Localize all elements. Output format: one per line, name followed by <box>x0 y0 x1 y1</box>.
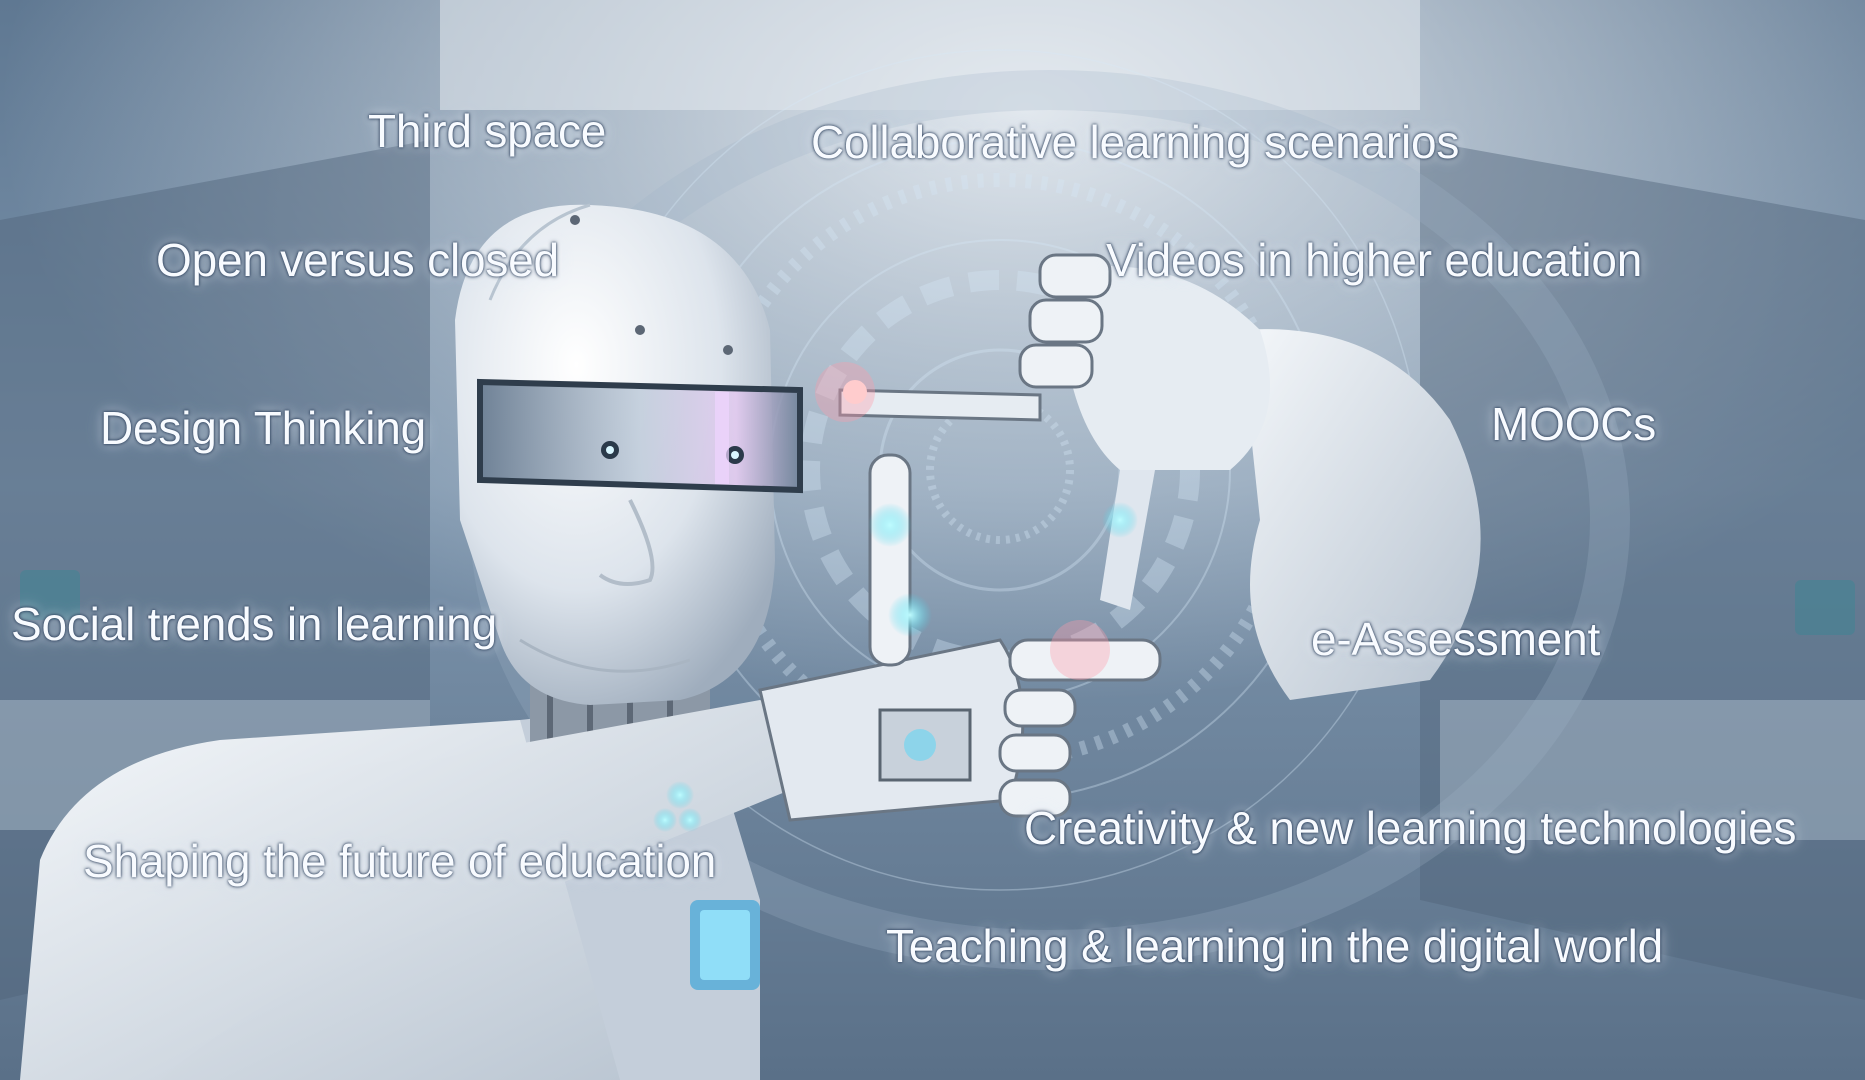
keyword-videos-in-higher-education: Videos in higher education <box>1106 234 1643 286</box>
keyword-collaborative-learning-scenarios: Collaborative learning scenarios <box>811 116 1460 168</box>
keyword-third-space: Third space <box>368 105 607 157</box>
keyword-social-trends-in-learning: Social trends in learning <box>11 598 497 650</box>
keyword-creativity-new-learning-technologies: Creativity & new learning technologies <box>1024 802 1797 854</box>
keyword-teaching-learning-digital-world: Teaching & learning in the digital world <box>886 920 1664 972</box>
keyword-moocs: MOOCs <box>1491 398 1657 450</box>
keyword-shaping-the-future-of-education: Shaping the future of education <box>83 835 717 887</box>
keyword-e-assessment: e-Assessment <box>1311 613 1601 665</box>
keyword-open-versus-closed: Open versus closed <box>156 234 559 286</box>
keyword-design-thinking: Design Thinking <box>100 402 427 454</box>
